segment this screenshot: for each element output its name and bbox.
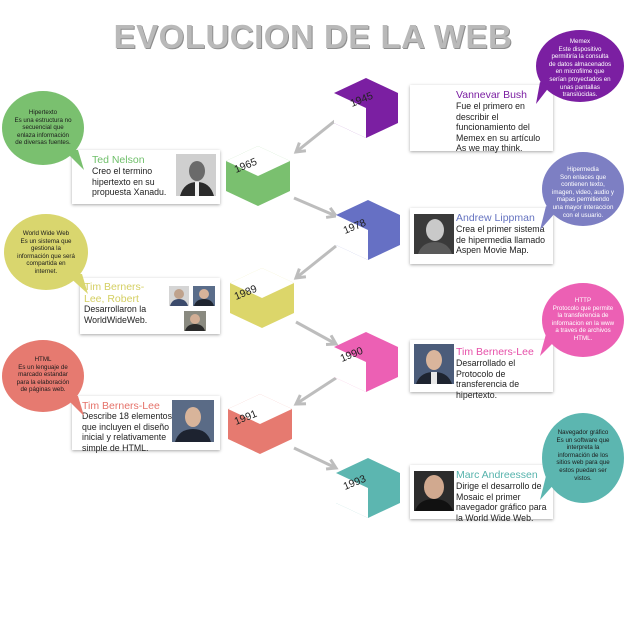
card-1945: Vannevar Bush Fue el primero en describi… — [410, 85, 553, 154]
card-1993-desc: Dirige el desarrollo de Mosaic el primer… — [456, 481, 547, 523]
hex-1993: 1993 — [336, 458, 400, 518]
bubble-html-tail — [64, 396, 84, 416]
card-1991-name: Tim Berners-Lee — [82, 400, 160, 412]
avatar-berners-lee-1989a — [193, 286, 215, 306]
card-1965-desc: Creo el termino hipertexto en su propues… — [92, 166, 167, 198]
arrow-1991-1993 — [293, 446, 339, 471]
bubble-navegador-tail — [540, 476, 556, 500]
bubble-http-tail — [540, 334, 556, 356]
bubble-www-title: World Wide Web — [22, 230, 70, 237]
avatar-ted-nelson — [176, 154, 216, 196]
card-1991: Tim Berners-Lee Describe 18 elementos qu… — [72, 396, 220, 453]
bubble-hipermedia-text: Son enlaces que contienen texto, imagen,… — [552, 173, 614, 219]
card-1990: Tim Berners-Lee Desarrollado el Protocol… — [410, 340, 553, 400]
card-1993-name: Marc Andreessen — [456, 469, 538, 481]
hex-1945: 1945 — [334, 78, 398, 138]
arrow-1978-1989 — [293, 244, 337, 280]
card-1978-desc: Crea el primer sistema de hipermedia lla… — [456, 224, 545, 256]
avatar-berners-lee-1989b — [184, 311, 206, 331]
bubble-navegador-title: Navegador gráfico — [557, 429, 609, 436]
bubble-hipertexto-text: Es una estructura no secuencial que enla… — [14, 116, 72, 147]
bubble-hipertexto-title: Hipertexto — [28, 109, 58, 116]
bubble-html-title: HTML — [34, 356, 52, 363]
card-1945-name: Vannevar Bush — [456, 89, 528, 101]
card-1990-desc: Desarrollado el Protocolo de transferenc… — [456, 358, 520, 400]
hex-1989: 1989 — [230, 268, 294, 328]
bubble-memex: Memex Este dispositivo permitiría la con… — [536, 30, 624, 102]
hex-1978: 1978 — [336, 200, 400, 260]
hex-1991: 1991 — [228, 394, 292, 454]
bubble-http-title: HTTP — [574, 297, 592, 304]
bubble-www-text: Es un sistema que gestiona la informació… — [17, 237, 75, 275]
card-1978: Andrew Lippman Crea el primer sistema de… — [410, 208, 553, 264]
bubble-hipermedia-tail — [540, 206, 556, 230]
arrow-1945-1965 — [293, 118, 337, 154]
hex-1990: 1990 — [334, 332, 398, 392]
bubble-memex-tail — [536, 82, 550, 104]
bubble-navegador: Navegador gráfico Es un software que int… — [542, 413, 624, 503]
avatar-robert-cailliau — [169, 286, 189, 306]
page-title: EVOLUCION DE LA WEB — [113, 18, 513, 55]
card-1989-name: Tim Berners-Lee, Robert — [84, 281, 145, 305]
card-1945-desc: Fue el primero en describir el funcionam… — [456, 101, 541, 154]
avatar-berners-lee-1991 — [172, 400, 214, 442]
card-1978-name: Andrew Lippman — [456, 212, 535, 224]
bubble-hipertexto-tail — [64, 150, 84, 170]
card-1991-desc: Describe 18 elementos que incluyen el di… — [82, 411, 172, 453]
bubble-www-tail — [66, 274, 88, 294]
card-1965-name: Ted Nelson — [92, 154, 145, 166]
bubble-hipermedia-title: Hipermedia — [567, 166, 599, 173]
arrow-1990-1991 — [293, 376, 337, 406]
bubble-html-text: Es un lenguaje de marcado estandar para … — [16, 363, 70, 394]
avatar-andrew-lippman — [414, 214, 454, 254]
card-1989-desc: Desarrollaron la WorldWideWeb. — [84, 304, 148, 325]
hex-1965: 1965 — [226, 146, 290, 206]
bubble-http-text: Protocolo que permite la transferencia d… — [551, 304, 615, 342]
avatar-berners-lee-1990 — [414, 344, 454, 384]
bubble-memex-text: Este dispositivo permitiría la consulta … — [548, 45, 612, 99]
bubble-memex-title: Memex — [569, 38, 591, 45]
card-1993: Marc Andreessen Dirige el desarrollo de … — [410, 465, 553, 523]
avatar-marc-andreessen — [414, 471, 454, 511]
bubble-navegador-text: Es un software que interpreta la informa… — [556, 436, 610, 482]
card-1990-name: Tim Berners-Lee — [456, 346, 534, 358]
bubble-hipermedia: Hipermedia Son enlaces que contienen tex… — [542, 152, 624, 226]
bubble-http: HTTP Protocolo que permite la transferen… — [542, 283, 624, 357]
card-1965: Ted Nelson Creo el termino hipertexto en… — [72, 150, 220, 204]
arrow-1989-1990 — [295, 320, 339, 346]
card-1989: Tim Berners-Lee, Robert Desarrollaron la… — [80, 278, 220, 334]
arrow-1965-1978 — [293, 196, 339, 219]
